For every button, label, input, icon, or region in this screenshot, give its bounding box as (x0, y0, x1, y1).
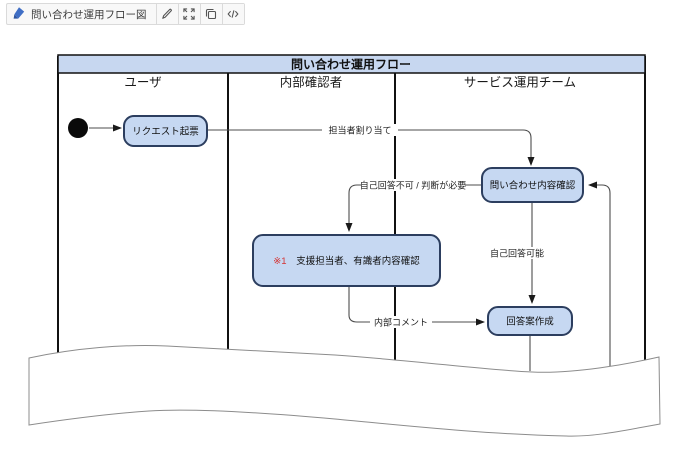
node-request-label: リクエスト起票 (132, 127, 199, 138)
copy-icon (205, 8, 217, 20)
fullscreen-button[interactable] (178, 4, 200, 24)
node-expert-check-label: ※1 支援担当者、有識者内容確認 (273, 255, 420, 267)
code-icon (227, 10, 239, 18)
toolbar-title: 問い合わせ運用フロー図 (31, 8, 147, 21)
edge-feedback-loop (588, 181, 611, 366)
node-confirm-inquiry (481, 167, 584, 203)
lane-headers: ユーザ 内部確認者 サービス運用チーム (124, 75, 576, 90)
edge-cannot-self-answer (345, 184, 482, 232)
edge-label-self-answer-ok: 自己回答可能 (490, 248, 544, 259)
node-draft-answer-label: 回答案作成 (506, 316, 554, 328)
lane-label-internal-reviewer: 内部確認者 (280, 75, 343, 90)
code-button[interactable] (222, 4, 244, 24)
node-expert-check (252, 234, 441, 287)
diagram-title: 問い合わせ運用フロー (291, 57, 411, 72)
toolbar-separator (199, 4, 201, 24)
nodes: リクエスト起票 問い合わせ内容確認 ※1 支援担当者、有識者内容確認 回答案作成 (68, 115, 584, 336)
pencil-icon (162, 8, 172, 19)
edge-label-assign: 担当者割り当て (328, 125, 391, 136)
diagram-title-band (57, 54, 646, 74)
swimlane-borders (57, 56, 646, 362)
toolbar: 問い合わせ運用フロー図 (6, 3, 245, 25)
edge-assign (207, 129, 535, 166)
toolbar-separator (221, 4, 223, 24)
toolbar-separator (177, 4, 179, 24)
diagram-logo-icon (12, 6, 26, 23)
edge-internal-comment (348, 286, 485, 326)
expand-icon (183, 8, 195, 20)
edit-button[interactable] (156, 4, 178, 24)
node-confirm-inquiry-label: 問い合わせ内容確認 (490, 180, 576, 192)
copy-button[interactable] (200, 4, 222, 24)
lane-label-user: ユーザ (124, 76, 161, 90)
initial-state-node (68, 118, 88, 138)
node-request (123, 115, 208, 147)
lane-label-service-ops-team: サービス運用チーム (464, 76, 576, 90)
expert-note-marker: ※1 (273, 256, 286, 267)
edge-labels: 担当者割り当て 自己回答不可 / 判断が必要 自己回答可能 内部コメント (322, 124, 548, 328)
torn-edge-wave (28, 345, 661, 437)
edge-label-cannot-self-answer: 自己回答不可 / 判断が必要 (360, 180, 467, 191)
edge-label-internal-comment: 内部コメント (374, 317, 428, 328)
node-draft-answer (487, 306, 573, 336)
expert-check-text: 支援担当者、有識者内容確認 (296, 255, 420, 267)
toolbar-separator (155, 4, 157, 24)
toolbar-title-area: 問い合わせ運用フロー図 (7, 4, 156, 24)
